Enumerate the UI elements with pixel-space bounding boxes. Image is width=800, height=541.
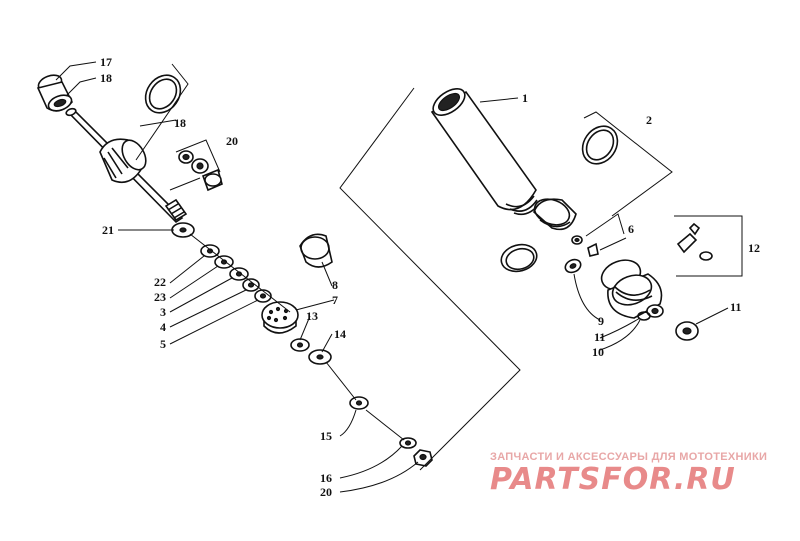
callout-19: 18 — [174, 116, 186, 130]
callout-15: 15 — [320, 429, 332, 443]
washer-5 — [254, 289, 272, 303]
callout-1: 1 — [522, 91, 528, 105]
o-ring-6a — [571, 235, 583, 245]
callout-labels: 17 18 18 20 21 22 23 3 4 5 8 7 13 14 15 … — [100, 55, 760, 499]
callout-4: 4 — [160, 320, 166, 334]
washer-16 — [399, 437, 417, 449]
washer-13 — [290, 338, 310, 352]
reservoir-cap — [533, 198, 577, 231]
washer-3 — [229, 267, 249, 281]
bushing-11b — [675, 321, 699, 341]
lower-eyelet-10 — [600, 259, 664, 319]
callout-20: 20 — [320, 485, 332, 499]
callout-12: 12 — [748, 241, 760, 255]
washer-23 — [200, 244, 220, 258]
washer-15 — [349, 396, 369, 410]
bracket-19 — [135, 63, 189, 161]
callout-21: 20 — [226, 134, 238, 148]
bracket-1 — [339, 87, 521, 471]
washer-22 — [171, 222, 195, 238]
callout-7: 7 — [332, 293, 338, 307]
seal-9 — [564, 258, 582, 274]
seal-ring-2-inner — [585, 129, 615, 161]
bracket-12 — [674, 215, 743, 277]
bumper-stop-body — [99, 138, 147, 184]
callout-14: 14 — [334, 327, 346, 341]
callout-24: 23 — [154, 290, 166, 304]
rod-lower-end — [164, 198, 188, 222]
leader-lines — [55, 61, 729, 493]
washer-4 — [242, 278, 260, 292]
callout-5: 5 — [160, 337, 166, 351]
washer-24 — [214, 255, 234, 269]
piston-ring-8 — [299, 233, 333, 268]
callout-11b: 11 — [730, 300, 741, 314]
bracket-2 — [583, 111, 673, 217]
callout-23: 22 — [154, 275, 166, 289]
ring-under-body — [500, 243, 538, 273]
bushings-21 — [178, 150, 223, 192]
callout-10: 10 — [592, 345, 604, 359]
watermark-tagline: ЗАПЧАСТИ И АКСЕССУАРЫ ДЛЯ МОТОТЕХНИКИ — [490, 451, 767, 463]
valve-6b — [587, 242, 599, 257]
callout-3: 3 — [160, 305, 166, 319]
callout-18: 18 — [100, 71, 112, 85]
callout-11a: 11 — [594, 330, 605, 344]
watermark: ЗАПЧАСТИ И АКСЕССУАРЫ ДЛЯ МОТОТЕХНИКИ PA… — [490, 451, 767, 497]
bracket-21 — [169, 139, 221, 191]
seal-ring-19 — [144, 74, 182, 114]
washer-14 — [308, 349, 332, 365]
callout-13: 13 — [306, 309, 318, 323]
bushing-11a — [637, 311, 651, 321]
callout-17: 17 — [100, 55, 112, 69]
callout-6: 6 — [628, 222, 634, 236]
bracket-6 — [585, 213, 627, 251]
shaft-eye-bushing — [36, 74, 73, 112]
callout-2: 2 — [646, 113, 652, 127]
shock-body-1 — [430, 88, 540, 216]
callout-9: 9 — [598, 314, 604, 328]
assembly-centerline — [189, 233, 405, 441]
seal-ring-19-inner — [148, 78, 178, 110]
piston-7 — [261, 301, 299, 334]
grease-fitting-12 — [676, 222, 713, 261]
callout-16: 16 — [320, 471, 332, 485]
callout-22: 21 — [102, 223, 114, 237]
callout-8: 8 — [332, 278, 338, 292]
seal-ring-2 — [581, 125, 619, 165]
watermark-brand: PARTSFOR.RU — [490, 462, 736, 497]
